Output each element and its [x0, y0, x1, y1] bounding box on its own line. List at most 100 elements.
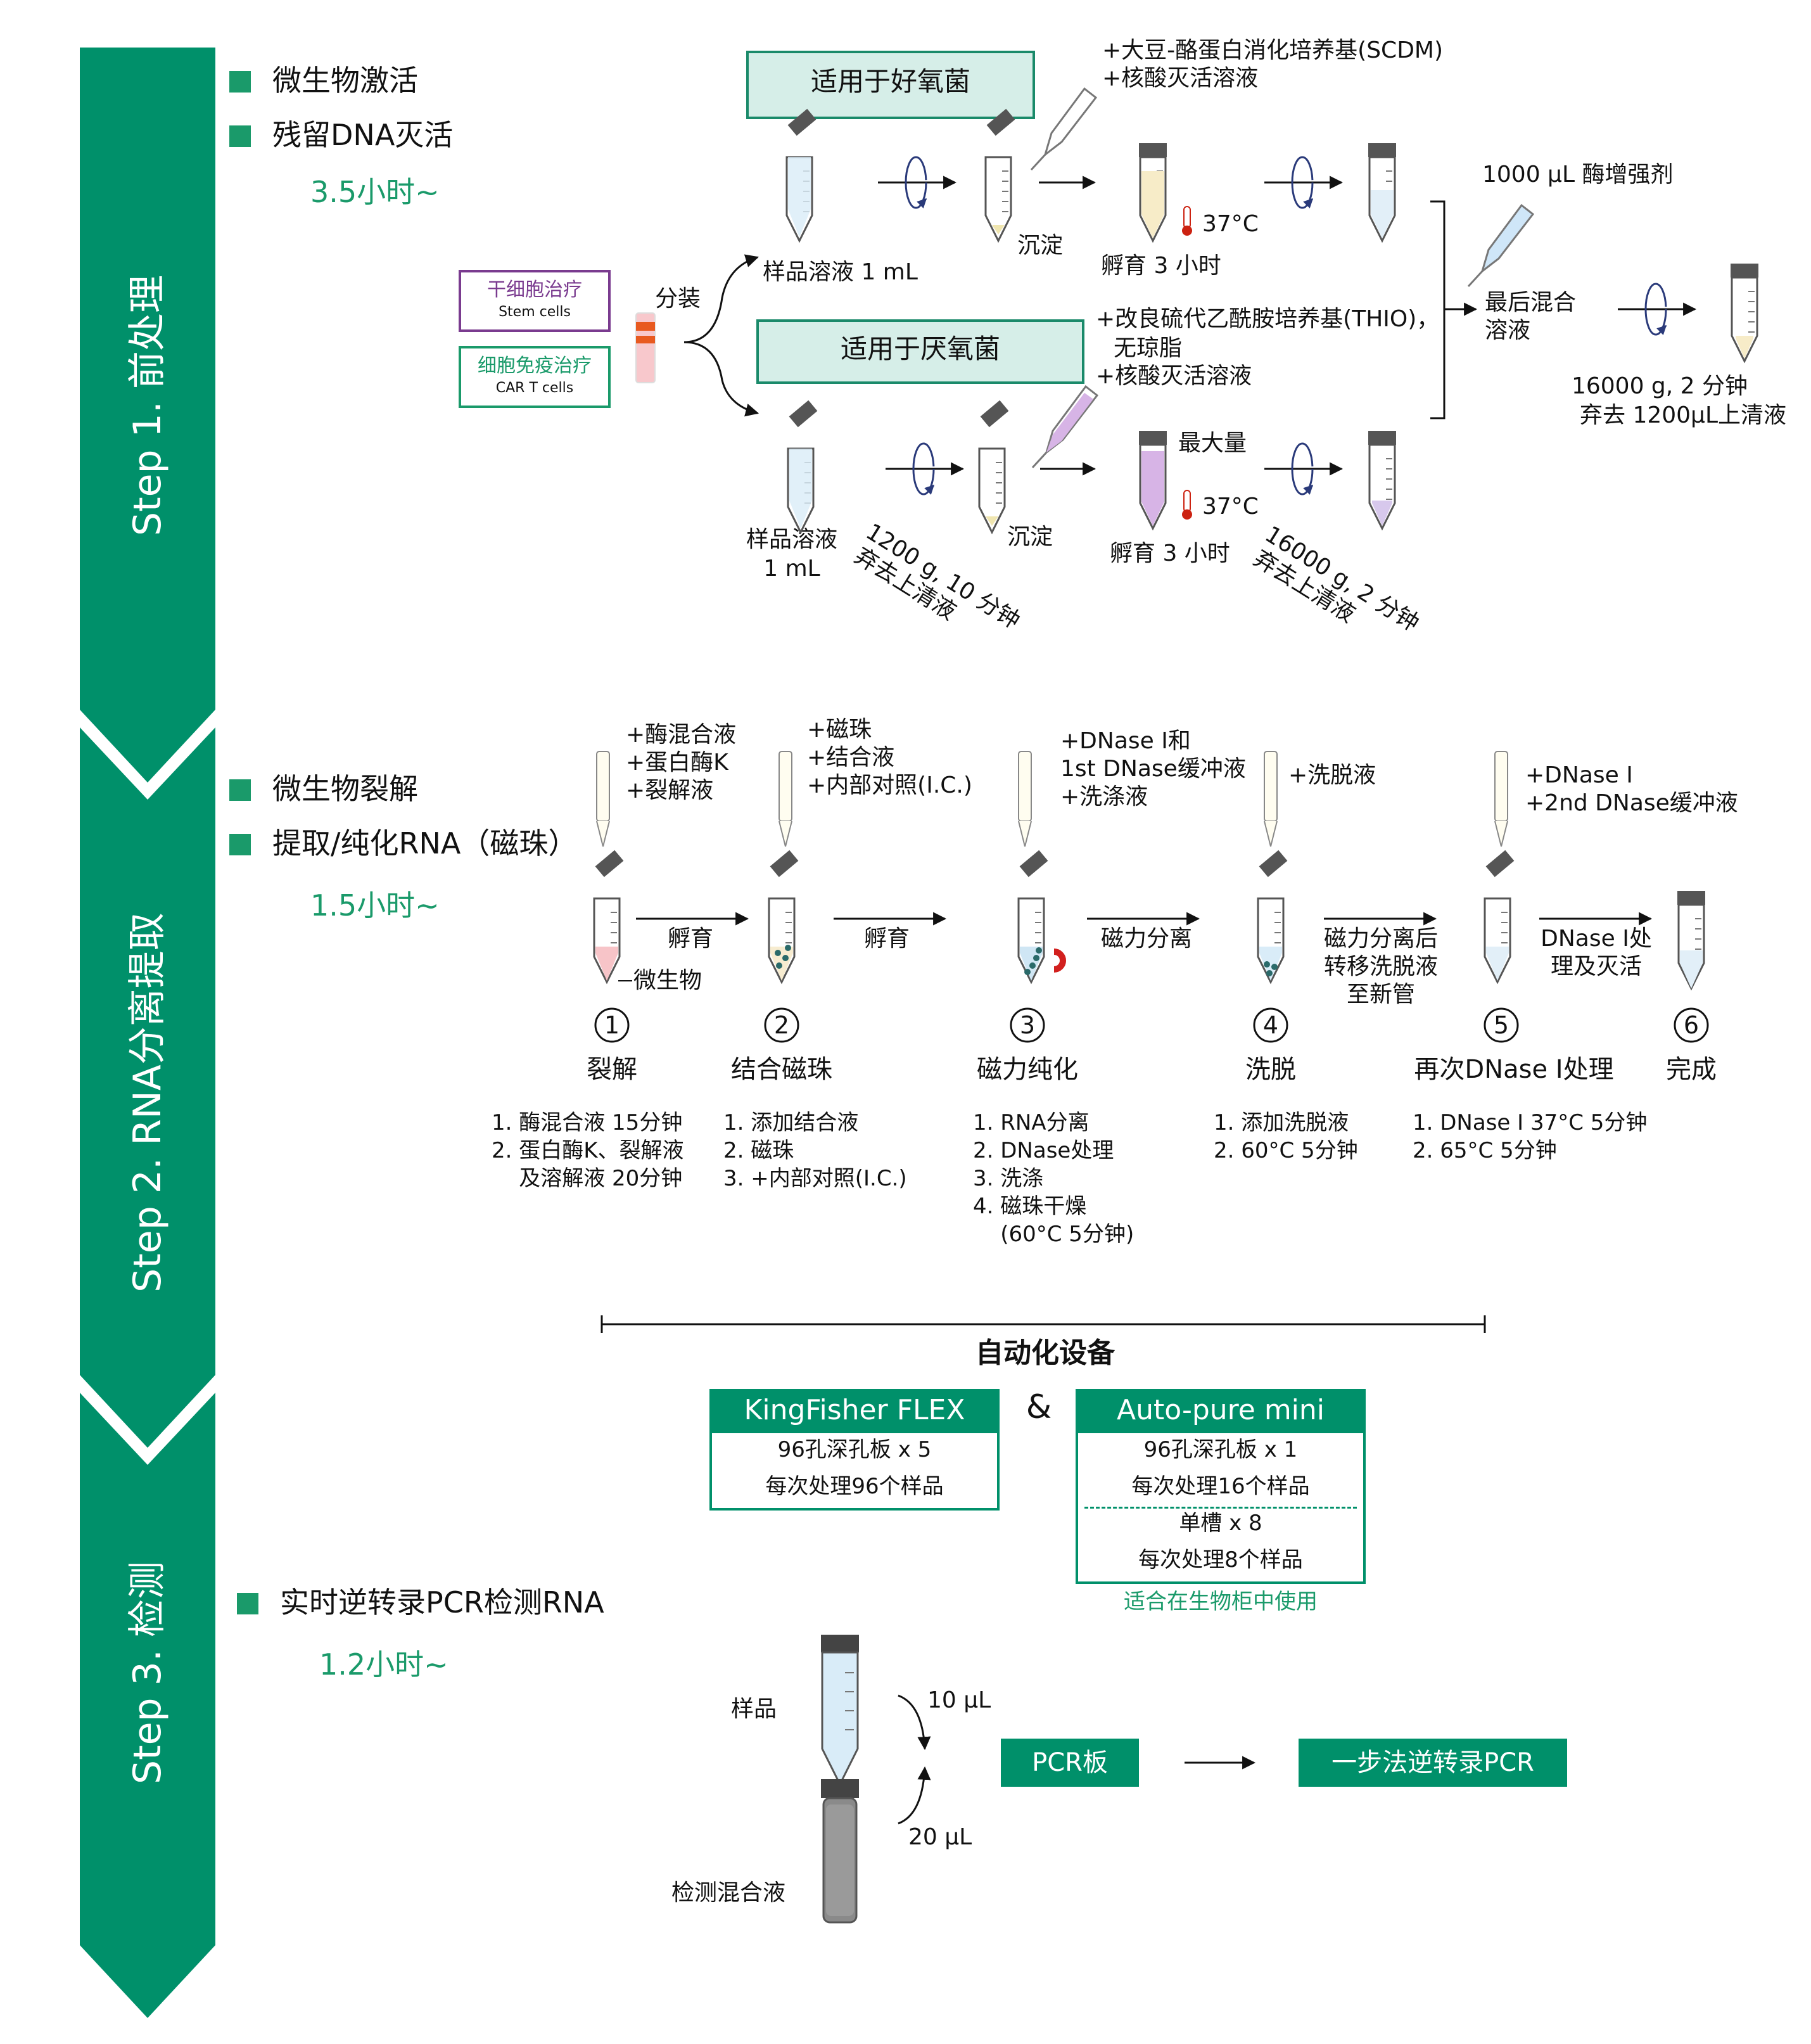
arrow-label-2: 孵育: [863, 926, 910, 952]
step2-detail-1: 1. 添加结合液: [723, 1110, 859, 1135]
step2-bullet-1: 微生物裂解: [272, 772, 418, 806]
aliquot-label: 分装: [655, 286, 701, 312]
reagent-3-line-2: 1st DNase缓冲液: [1060, 756, 1246, 782]
reagent-4-line-1: +洗脱液: [1288, 762, 1376, 788]
step3-banner-shape: [80, 1393, 215, 2018]
reagent-3-line-1: +DNase I和: [1060, 728, 1191, 754]
step1-bullet-2: 残留DNA灭活: [272, 118, 454, 152]
step1-bullet-square-2: [229, 125, 251, 147]
step5-detail-2: 2. 65°C 5分钟: [1413, 1138, 1557, 1163]
reagent-5-line-1: +DNase I: [1525, 762, 1633, 788]
kingfisher-line-1: 96孔深孔板 x 5: [777, 1437, 932, 1462]
reagent-1-line-3: +裂解液: [626, 777, 714, 803]
mix-label: 检测混合液: [671, 1880, 786, 1906]
step3-detail-5: (60°C 5分钟): [973, 1222, 1134, 1247]
step1-time: 3.5小时~: [310, 175, 440, 209]
step-name-6: 完成: [1666, 1055, 1717, 1084]
autopure-line-4: 每次处理8个样品: [1138, 1547, 1303, 1573]
reagent-1-line-2: +蛋白酶K: [626, 750, 728, 776]
arrow-label-3: 磁力分离: [1100, 926, 1192, 952]
aerobic-reagent-1: +大豆-酪蛋白消化培养基(SCDM): [1102, 37, 1444, 63]
reagent-5-line-2: +2nd DNase缓冲液: [1525, 790, 1738, 816]
car-t-en: CAR T cells: [495, 380, 574, 396]
reagent-2-line-3: +内部对照(I.C.): [807, 772, 972, 798]
vol-10: 10 µL: [927, 1687, 991, 1713]
anaerobic-sample-label-1: 样品溶液: [746, 527, 837, 553]
final-mix-label-1: 最后混合: [1485, 290, 1577, 316]
step-num-4: 4: [1262, 1011, 1279, 1039]
arrow-label-4-line-3: 至新管: [1346, 981, 1415, 1007]
aerobic-box: [746, 51, 1035, 119]
arrow-label-5-line-1: DNase I处: [1541, 926, 1652, 952]
microbe-label: 微生物: [633, 968, 702, 993]
step2-time: 1.5小时~: [310, 888, 440, 923]
final-spin-label-1: 16000 g, 2 分钟: [1571, 373, 1748, 399]
one-step-label: 一步法逆转录PCR: [1331, 1748, 1534, 1777]
anaerobic-box-label: 适用于厌氧菌: [840, 333, 1000, 364]
final-mix-label-2: 溶液: [1485, 317, 1531, 343]
step3-bullet-square: [237, 1593, 258, 1614]
autopure-divider: [1084, 1507, 1357, 1509]
arrow-label-4-line-2: 转移洗脱液: [1323, 954, 1438, 980]
arrow-label-4-line-1: 磁力分离后: [1323, 926, 1438, 952]
step2-banner-shape: [80, 727, 215, 1448]
step1-detail-2: 2. 蛋白酶K、裂解液: [492, 1138, 684, 1163]
car-t-cn: 细胞免疫治疗: [478, 355, 592, 377]
step3-banner-label: Step 3. 检测: [125, 1561, 170, 1785]
arrow-label-1: 孵育: [667, 926, 713, 952]
step5-detail-1: 1. DNase I 37°C 5分钟: [1413, 1110, 1648, 1135]
reagent-3-line-3: +洗涤液: [1060, 784, 1148, 810]
step-num-1: 1: [604, 1011, 620, 1039]
vol-20: 20 µL: [908, 1824, 972, 1850]
one-step-box: [1299, 1739, 1567, 1787]
kingfisher-header: [709, 1389, 1000, 1433]
stem-cells-cn: 干细胞治疗: [487, 279, 582, 301]
precipitate-label-anaerobic: 沉淀: [1007, 524, 1053, 550]
ampersand: &: [1026, 1388, 1052, 1426]
step1-bullet-square-1: [229, 71, 251, 93]
anaerobic-reagent-1: +改良硫代乙酰胺培养基(THIO)，: [1096, 306, 1440, 332]
step1-detail-1: 1. 酶混合液 15分钟: [492, 1110, 683, 1135]
precipitate-label-aerobic: 沉淀: [1017, 233, 1064, 259]
car-t-box: [459, 346, 611, 408]
step2-detail-2: 2. 磁珠: [723, 1138, 794, 1163]
stem-cells-box: [459, 270, 611, 332]
step2-bullet-square-2: [229, 834, 251, 855]
step1-detail-3: 及溶解液 20分钟: [492, 1166, 683, 1191]
step3-detail-1: 1. RNA分离: [973, 1110, 1090, 1135]
incubate-label-anaerobic: 孵育 3 小时: [1110, 540, 1230, 566]
step2-bullet-2: 提取/纯化RNA（磁珠）: [272, 826, 578, 860]
kingfisher-title: KingFisher FLEX: [744, 1394, 965, 1426]
automation-title: 自动化设备: [975, 1337, 1115, 1369]
step-name-1: 裂解: [587, 1055, 637, 1084]
step-banners: [80, 48, 215, 2018]
step2-detail-3: 3. +内部对照(I.C.): [723, 1166, 907, 1191]
temp-label-aerobic: 37°C: [1202, 211, 1259, 237]
pcr-plate-label: PCR板: [1032, 1748, 1108, 1777]
autopure-line-2: 每次处理16个样品: [1131, 1474, 1310, 1499]
autopure-line-1: 96孔深孔板 x 1: [1143, 1437, 1298, 1462]
step1-banner-label: Step 1. 前处理: [125, 274, 170, 537]
aerobic-box-label: 适用于好氧菌: [810, 66, 970, 97]
anaerobic-reagent-3: +核酸灭活溶液: [1096, 363, 1252, 389]
step-name-2: 结合磁珠: [731, 1055, 832, 1084]
step-num-6: 6: [1683, 1011, 1700, 1039]
step1-banner-shape: [80, 48, 215, 782]
reagent-1-line-1: +酶混合液: [626, 722, 737, 748]
step3-detail-4: 4. 磁珠干燥: [973, 1194, 1087, 1219]
step-num-2: 2: [773, 1011, 790, 1039]
aerobic-sample-label: 样品溶液 1 mL: [763, 259, 918, 285]
step2-banner-label: Step 2. RNA分离提取: [125, 912, 170, 1293]
reagent-2-line-2: +结合液: [807, 744, 895, 770]
step-num-5: 5: [1493, 1011, 1509, 1039]
step4-detail-2: 2. 60°C 5分钟: [1214, 1138, 1358, 1163]
stem-cells-en: Stem cells: [499, 304, 571, 320]
step1-bullet-1: 微生物激活: [272, 63, 418, 98]
step3-time: 1.2小时~: [319, 1647, 448, 1682]
step3-bullet: 实时逆转录PCR检测RNA: [280, 1585, 604, 1619]
enhancer-label: 1000 µL 酶增强剂: [1482, 162, 1674, 188]
final-spin-label-2: 弃去 1200µL上清液: [1580, 402, 1787, 428]
autopure-title: Auto-pure mini: [1116, 1394, 1325, 1426]
aerobic-reagent-2: +核酸灭活溶液: [1102, 65, 1259, 91]
kingfisher-line-2: 每次处理96个样品: [765, 1474, 944, 1499]
